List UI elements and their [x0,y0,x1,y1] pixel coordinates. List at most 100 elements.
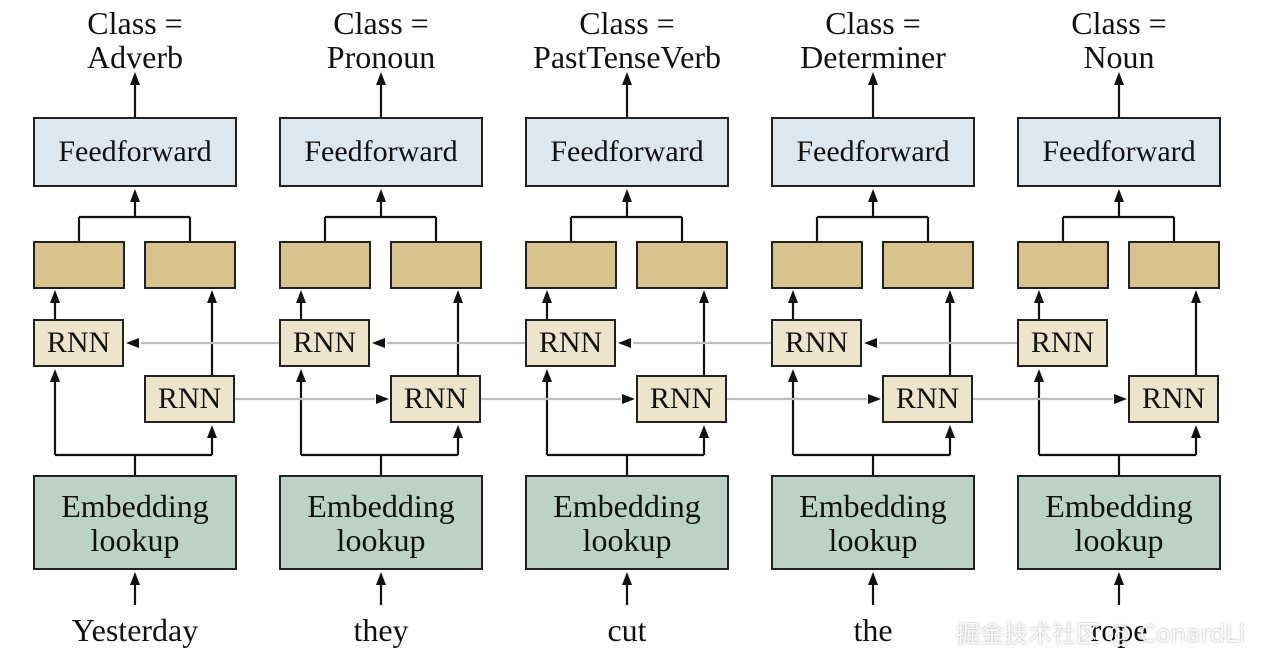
forward-state-arrowhead [945,290,955,303]
embedding-label-line1: Embedding [61,487,209,524]
forward-rnn-box: RNN [882,375,973,423]
embedding-label-line2: lookup [90,521,180,558]
forward-state-box [390,241,482,289]
forward-input-arrowhead [699,425,709,438]
backward-input-arrowhead [50,369,60,382]
forward-state-arrowhead [1191,290,1201,303]
word-arrowhead [868,572,878,585]
forward-state-arrowhead [699,290,709,303]
forward-recurrent-arrowhead [376,394,389,404]
forward-state-box [1128,241,1220,289]
backward-input-arrowhead [296,369,306,382]
backward-state-box [33,241,125,289]
forward-rnn-box: RNN [1128,375,1219,423]
class-label-prefix: Class = [333,5,429,41]
forward-input-arrowhead [1191,425,1201,438]
feedforward-arrowhead [868,189,878,202]
forward-state-arrowhead [453,290,463,303]
backward-input-arrowhead [542,369,552,382]
forward-recurrent-arrowhead [622,394,635,404]
feedforward-box: Feedforward [279,117,483,187]
column-1: Class = Adverb Feedforward RNN RNN Embed… [33,0,237,666]
embedding-label-line2: lookup [828,521,918,558]
class-arrowhead [622,72,632,85]
embedding-label-line1: Embedding [799,487,947,524]
class-label: Class = Pronoun [279,6,483,74]
feedforward-box: Feedforward [525,117,729,187]
embedding-label-line1: Embedding [307,487,455,524]
embedding-label-line2: lookup [336,521,426,558]
class-label-value: Adverb [87,39,183,75]
embedding-lookup-box: Embedding lookup [279,475,483,570]
class-label: Class = Noun [1017,6,1221,74]
word-arrowhead [130,572,140,585]
forward-recurrent-arrowhead [1114,394,1127,404]
embedding-label-line1: Embedding [1045,487,1193,524]
forward-state-box [636,241,728,289]
class-arrowhead [1114,72,1124,85]
input-word: cut [607,612,647,648]
backward-state-arrowhead [788,290,798,303]
class-label-prefix: Class = [825,5,921,41]
forward-state-box [144,241,236,289]
column-2: Class = Pronoun Feedforward RNN RNN Embe… [279,0,483,666]
feedforward-arrowhead [622,189,632,202]
forward-state-arrowhead [207,290,217,303]
embedding-lookup-box: Embedding lookup [771,475,975,570]
backward-recurrent-arrowhead [864,338,877,348]
forward-state-box [882,241,974,289]
backward-state-box [771,241,863,289]
embedding-label-line1: Embedding [553,487,701,524]
feedforward-box: Feedforward [33,117,237,187]
backward-state-box [525,241,617,289]
class-label-prefix: Class = [1071,5,1167,41]
backward-rnn-box: RNN [771,319,862,367]
class-label-value: Determiner [800,39,946,75]
class-label: Class = Determiner [771,6,975,74]
column-4: Class = Determiner Feedforward RNN RNN E… [771,0,975,666]
embedding-label-line2: lookup [1074,521,1164,558]
backward-recurrent-arrowhead [126,338,139,348]
forward-rnn-box: RNN [636,375,727,423]
backward-rnn-box: RNN [1017,319,1108,367]
embedding-label-line2: lookup [582,521,672,558]
word-arrowhead [1114,572,1124,585]
input-word: they [353,612,409,648]
forward-recurrent-arrowhead [868,394,881,404]
backward-recurrent-arrowhead [372,338,385,348]
word-arrowhead [376,572,386,585]
feedforward-arrowhead [376,189,386,202]
backward-recurrent-arrowhead [618,338,631,348]
forward-input-arrowhead [207,425,217,438]
class-label: Class = Adverb [33,6,237,74]
feedforward-arrowhead [1114,189,1124,202]
embedding-lookup-box: Embedding lookup [525,475,729,570]
backward-state-arrowhead [50,290,60,303]
class-arrowhead [376,72,386,85]
forward-input-arrowhead [453,425,463,438]
class-label-value: Pronoun [326,39,436,75]
backward-input-arrowhead [1034,369,1044,382]
class-arrowhead [130,72,140,85]
feedforward-box: Feedforward [1017,117,1221,187]
backward-state-box [1017,241,1109,289]
forward-input-arrowhead [945,425,955,438]
class-label: Class = PastTenseVerb [525,6,729,74]
forward-rnn-box: RNN [144,375,235,423]
class-arrowhead [868,72,878,85]
backward-state-arrowhead [1034,290,1044,303]
word-arrowhead [622,572,632,585]
class-label-value: PastTenseVerb [533,39,721,75]
column-3: Class = PastTenseVerb Feedforward RNN RN… [525,0,729,666]
backward-input-arrowhead [788,369,798,382]
input-word: rope [1090,612,1148,648]
input-word: Yesterday [71,612,199,648]
feedforward-arrowhead [130,189,140,202]
embedding-lookup-box: Embedding lookup [1017,475,1221,570]
backward-rnn-box: RNN [33,319,124,367]
backward-state-box [279,241,371,289]
backward-state-arrowhead [296,290,306,303]
embedding-lookup-box: Embedding lookup [33,475,237,570]
watermark: 掘金技术社区 @ ConardLi [956,620,1246,648]
